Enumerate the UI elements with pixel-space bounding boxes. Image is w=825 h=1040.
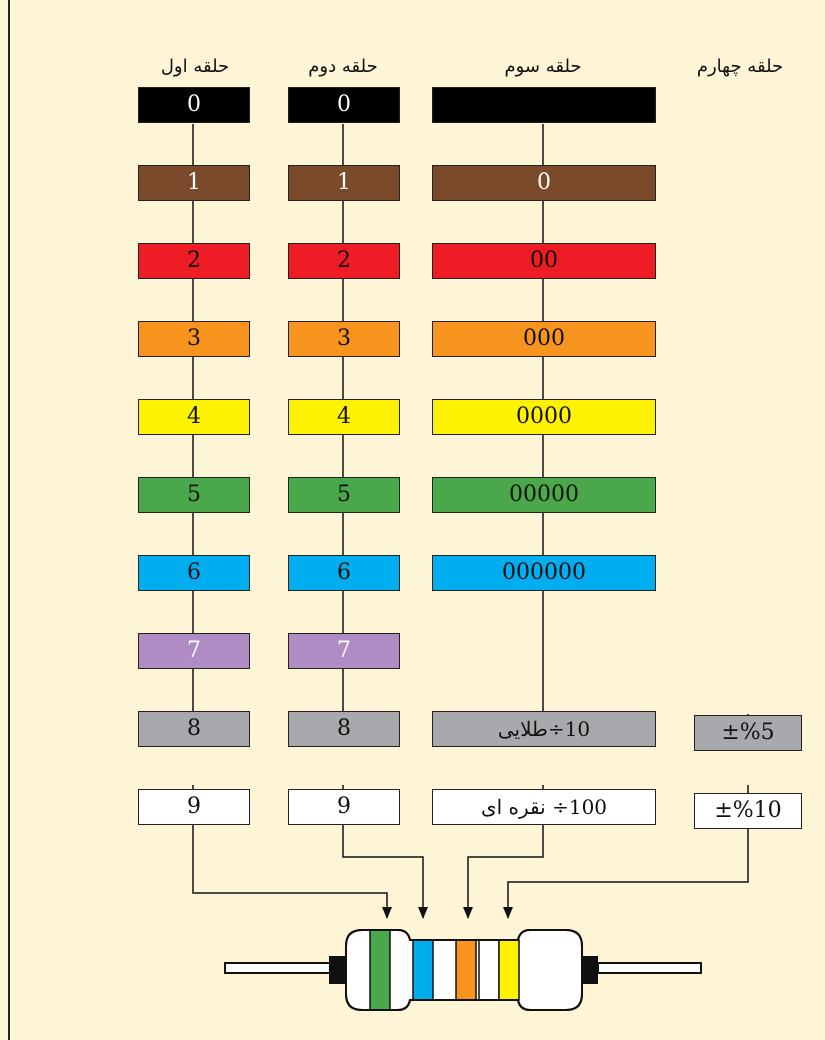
band1-green: 5: [138, 477, 250, 513]
band4-white-value: ±%10: [714, 798, 782, 823]
band3-red-value: 00: [530, 248, 558, 273]
band1-red-value: 2: [187, 248, 201, 273]
band2-gray-value: 8: [337, 716, 351, 741]
band1-brown: 1: [138, 165, 250, 201]
band1-orange: 3: [138, 321, 250, 357]
band2-orange-value: 3: [337, 326, 351, 351]
band2-blue: 6: [288, 555, 400, 591]
band2-black-value: 0: [337, 92, 351, 117]
header-band-2: حلقه دوم: [308, 56, 378, 77]
band3-orange-value: 000: [523, 326, 565, 351]
band3-gray: 10÷طلایی: [432, 711, 656, 747]
resistor-stripe-3-orange: [455, 939, 477, 1001]
band3-red: 00: [432, 243, 656, 279]
band1-brown-value: 1: [187, 170, 201, 195]
resistor-stripe-1-green: [369, 929, 391, 1011]
band2-green-value: 5: [337, 482, 351, 507]
header-band-1: حلقه اول: [160, 56, 230, 77]
band2-black: 0: [288, 87, 400, 123]
band1-gray: 8: [138, 711, 250, 747]
band1-black-value: 0: [187, 92, 201, 117]
band1-white: 9: [138, 789, 250, 825]
band1-black: 0: [138, 87, 250, 123]
band1-arrow: [192, 785, 392, 919]
band2-gray: 8: [288, 711, 400, 747]
band3-brown-value: 0: [537, 170, 551, 195]
band2-white-value: 9: [337, 794, 351, 819]
header-band-3: حلقه سوم: [504, 56, 582, 77]
band2-red: 2: [288, 243, 400, 279]
band1-blue-value: 6: [187, 560, 201, 585]
band1-violet: 7: [138, 633, 250, 669]
band3-white-value: 100÷ نقره ای: [480, 795, 608, 819]
resistor-cap-left-joint: [329, 956, 348, 984]
band2-brown-value: 1: [337, 170, 351, 195]
band1-orange-value: 3: [187, 326, 201, 351]
band1-gray-value: 8: [187, 716, 201, 741]
resistor-stripe-4-white: [478, 939, 500, 1001]
band2-white: 9: [288, 789, 400, 825]
band2-orange: 3: [288, 321, 400, 357]
band1-yellow: 4: [138, 399, 250, 435]
band2-green: 5: [288, 477, 400, 513]
band3-blue: 000000: [432, 555, 656, 591]
band1-violet-value: 7: [187, 638, 201, 663]
band2-yellow-value: 4: [337, 404, 351, 429]
header-band-4: حلقه چهارم: [696, 56, 784, 77]
band1-green-value: 5: [187, 482, 201, 507]
resistor-lead-left: [224, 962, 341, 974]
band3-green-value: 00000: [509, 482, 579, 507]
band3-green: 00000: [432, 477, 656, 513]
resistor-lead-right: [597, 962, 702, 974]
band1-yellow-value: 4: [187, 404, 201, 429]
band2-violet-value: 7: [337, 638, 351, 663]
band3-yellow: 0000: [432, 399, 656, 435]
resistor-body-outline: [345, 929, 583, 1011]
band4-arrow: [503, 785, 749, 919]
band1-red: 2: [138, 243, 250, 279]
band2-yellow: 4: [288, 399, 400, 435]
band1-blue: 6: [138, 555, 250, 591]
band3-blue-value: 000000: [502, 560, 586, 585]
band3-gray-value: 10÷طلایی: [497, 717, 591, 741]
band4-white: ±%10: [694, 793, 802, 829]
band3-brown: 0: [432, 165, 656, 201]
left-border-line: [8, 0, 10, 1040]
band3-black: [432, 87, 656, 123]
band2-violet: 7: [288, 633, 400, 669]
band4-gray-value: ±%5: [721, 720, 775, 745]
band2-red-value: 2: [337, 248, 351, 273]
band3-orange: 000: [432, 321, 656, 357]
band1-white-value: 9: [187, 794, 201, 819]
band2-brown: 1: [288, 165, 400, 201]
band4-gray: ±%5: [694, 715, 802, 751]
resistor-stripe-2-blue: [412, 939, 434, 1001]
band3-white: 100÷ نقره ای: [432, 789, 656, 825]
band3-yellow-value: 0000: [516, 404, 572, 429]
resistor-stripe-5-yellow: [498, 939, 520, 1001]
band2-blue-value: 6: [337, 560, 351, 585]
